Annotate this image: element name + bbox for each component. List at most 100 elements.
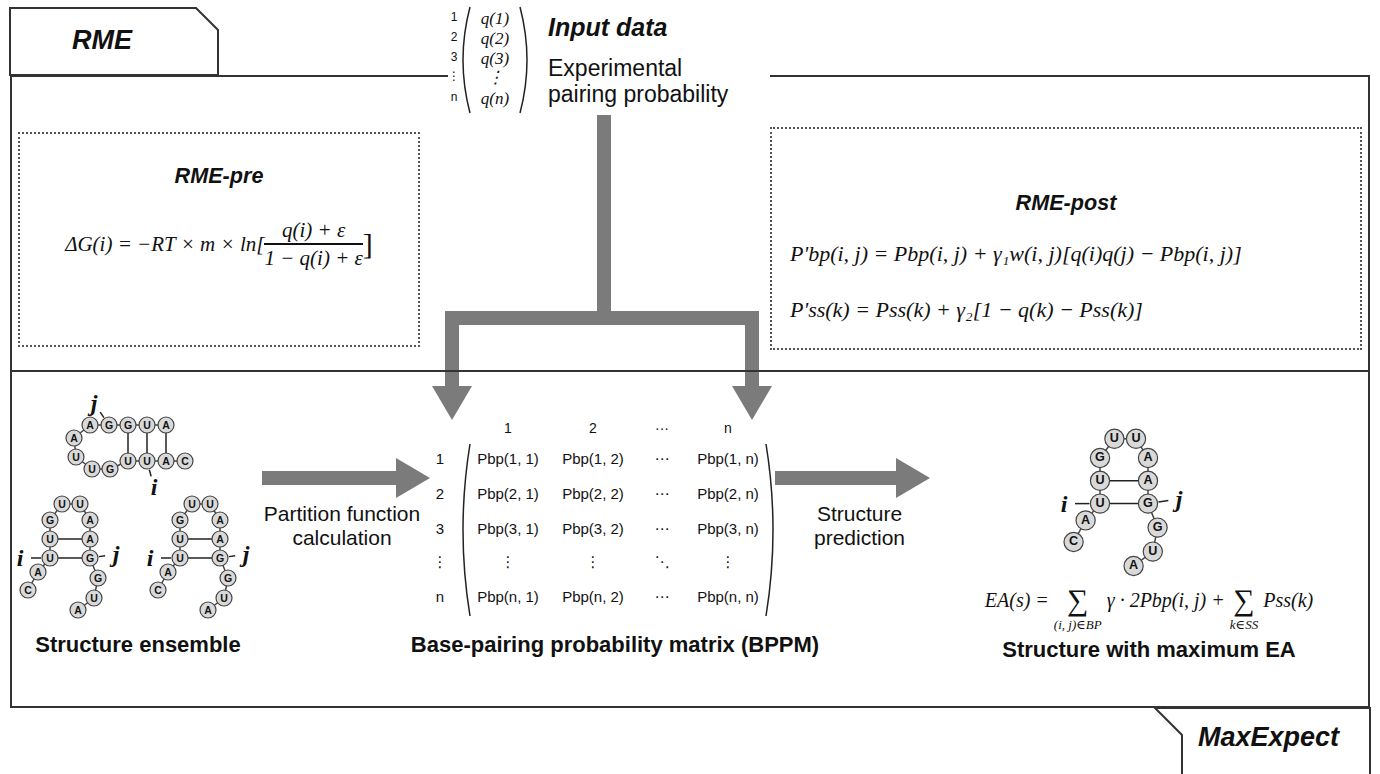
nucleotide (1138, 471, 1157, 490)
nucleotide-letter: G (42, 512, 58, 528)
position-label: i (10, 546, 30, 570)
nucleotide (90, 570, 106, 586)
arrow-head (396, 458, 430, 498)
vector-entry: q(2) (472, 29, 518, 49)
nucleotide-letter: A (212, 512, 228, 528)
nucleotide (1148, 518, 1167, 537)
matrix-cell: ⋮ (689, 553, 767, 570)
nucleotide (172, 512, 188, 528)
nucleotide-letter: A (158, 417, 174, 433)
position-label: i (140, 546, 160, 570)
nucleotide-letter: C (1064, 532, 1083, 551)
sum-index: k∈SS (1230, 618, 1258, 633)
nucleotide-letter: A (1138, 448, 1157, 467)
nucleotide-letter: G (82, 550, 98, 566)
matrix-cell: ⋮ (554, 553, 632, 570)
nucleotide (42, 512, 58, 528)
nucleotide (84, 461, 100, 477)
sum: ∑k∈SS (1230, 583, 1258, 632)
formula-text: Pss(k) (1263, 589, 1313, 612)
nucleotide (158, 453, 174, 469)
nucleotide-letter: A (1076, 511, 1095, 530)
nucleotide (82, 417, 98, 433)
formula-text: P'bp(i, j) = Pbp(i, j) + γ₁w(i, j)[q(i)q… (790, 241, 1242, 266)
column-index: n (689, 420, 767, 436)
nucleotide (172, 531, 188, 547)
nucleotide (102, 461, 118, 477)
flow-arrow (262, 458, 430, 498)
tab-shape (1155, 708, 1370, 774)
nucleotide-letter: A (200, 602, 216, 618)
nucleotide-letter: U (216, 590, 232, 606)
position-label: j (84, 391, 104, 415)
row-index: 1 (448, 11, 460, 25)
nucleotide (139, 453, 155, 469)
matrix-cell: Pbp(3, n) (689, 520, 767, 537)
matrix-cell: Pbp(1, 2) (554, 450, 632, 467)
leader-line (229, 555, 235, 557)
position-label: j (106, 542, 126, 566)
row-index: ⋮ (430, 553, 450, 570)
nucleotide-letter: A (1138, 471, 1157, 490)
column-index: 1 (469, 420, 547, 436)
nucleotide (82, 550, 98, 566)
nucleotide-letter: G (220, 570, 236, 586)
row-index: n (430, 588, 450, 605)
nucleotide (66, 430, 82, 446)
matrix-cell: Pbp(n, n) (689, 588, 767, 605)
leader-line (31, 557, 41, 559)
sum-sign: ∑ (1067, 583, 1088, 618)
fraction-bar (264, 243, 362, 245)
nucleotide-letter: C (177, 453, 193, 469)
column-index: ··· (623, 420, 701, 436)
nucleotide (1126, 429, 1145, 448)
nucleotide (177, 453, 193, 469)
nucleotide-letter: U (172, 550, 188, 566)
nucleotide (158, 417, 174, 433)
position-label: j (1169, 487, 1189, 511)
arrow-shaft (262, 471, 400, 485)
arrow-shaft (445, 115, 759, 390)
nucleotide (172, 550, 188, 566)
nucleotide-letter: U (54, 496, 70, 512)
nucleotide-letter: U (139, 453, 155, 469)
nucleotide-letter: U (1090, 471, 1109, 490)
nucleotide-letter: U (1090, 494, 1109, 513)
nucleotide-letter: G (1138, 494, 1157, 513)
position-label: i (1054, 492, 1074, 516)
nucleotide-letter: U (68, 449, 84, 465)
nucleotide (82, 512, 98, 528)
nucleotide (42, 531, 58, 547)
maxexpect-panel: MaxExpectStructure ensemble12···n1Pbp(1,… (10, 370, 1370, 708)
nucleotide-letter: G (1090, 448, 1109, 467)
row-index: ⋮ (448, 70, 460, 84)
matrix-cell: Pbp(1, 1) (469, 450, 547, 467)
formula: EA(s) =∑(i, j)∈BPγ · 2Pbp(i, j) +∑k∈SSPs… (930, 583, 1368, 632)
nucleotide (220, 570, 236, 586)
box-title: RME-pre (20, 164, 418, 189)
sum-sign: ∑ (1233, 583, 1254, 618)
nucleotide-letter: U (139, 417, 155, 433)
nucleotide (216, 590, 232, 606)
formula-text: ΔG(i) = −RT × m × ln[ (65, 232, 264, 256)
matrix-cell: ⋯ (623, 520, 701, 537)
matrix-cell: ⋯ (623, 485, 701, 502)
rna-structure (150, 496, 236, 618)
nucleotide (42, 550, 58, 566)
denominator: 1 − q(i) + ε (264, 246, 362, 270)
sum: ∑(i, j)∈BP (1054, 583, 1102, 632)
nucleotide-letter: U (42, 531, 58, 547)
row-index: n (448, 91, 460, 105)
nucleotide (1105, 429, 1124, 448)
matrix-cell: Pbp(2, 2) (554, 485, 632, 502)
nucleotide (212, 512, 228, 528)
rna-structure (66, 412, 193, 477)
arrow-head (896, 458, 930, 498)
bracket (520, 7, 527, 113)
nucleotide (72, 496, 88, 512)
nucleotide-letter: C (20, 582, 36, 598)
flow-arrow (432, 115, 772, 420)
tab-shape (10, 8, 218, 75)
nucleotide (1090, 448, 1109, 467)
